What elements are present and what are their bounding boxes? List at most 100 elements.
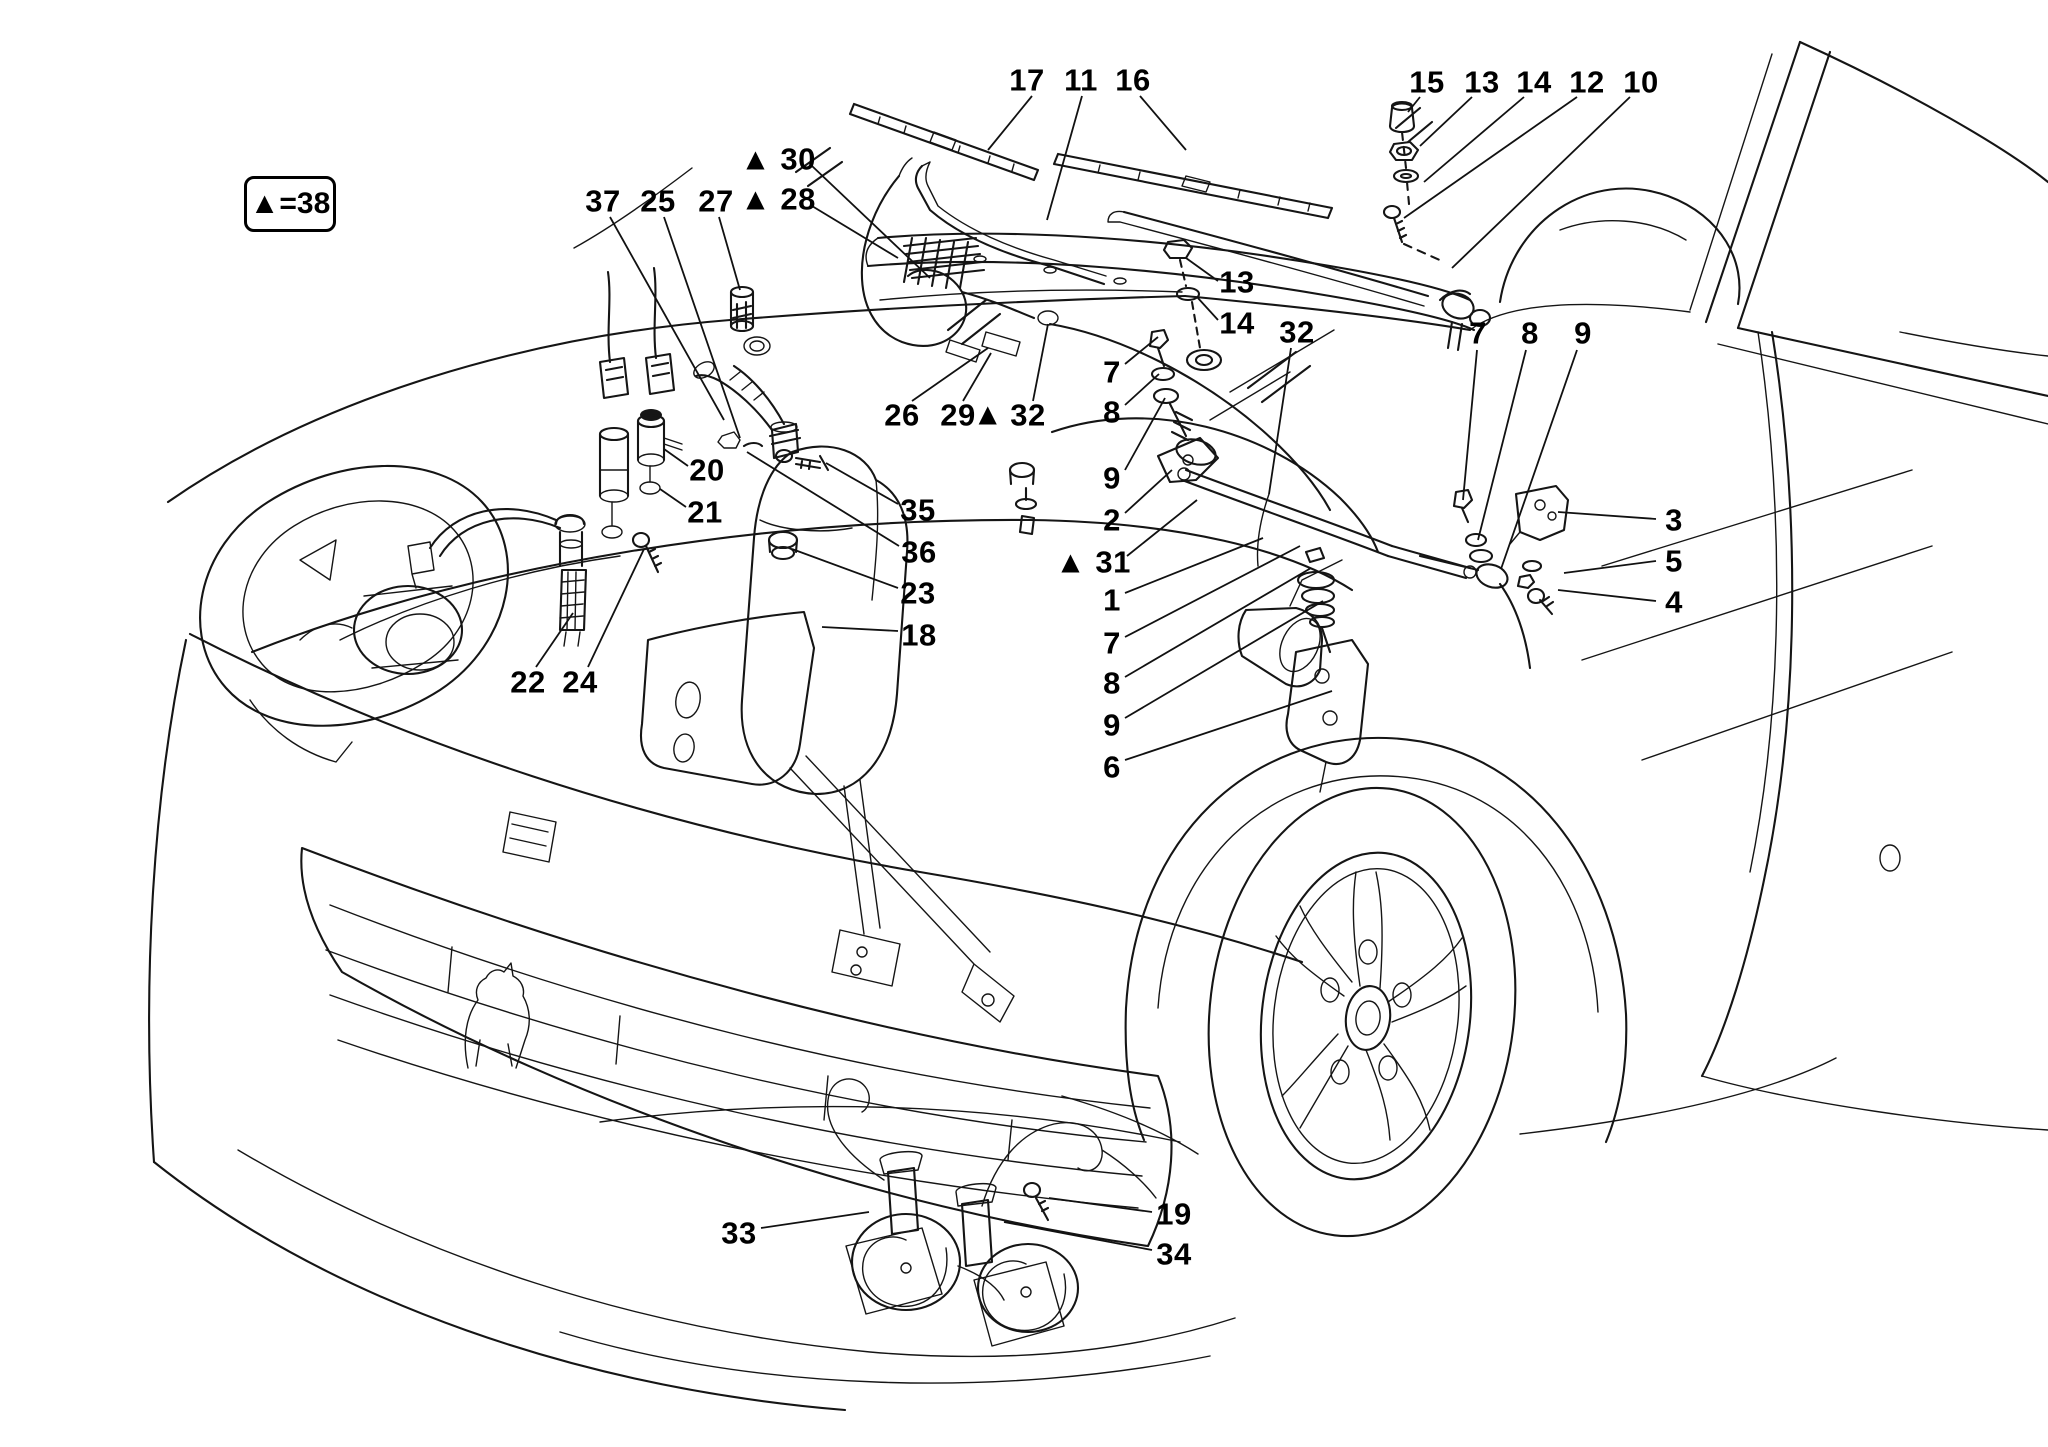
leader-line-3 xyxy=(1557,511,1657,520)
washer-pump-25 xyxy=(598,426,630,539)
callout-26: 26 xyxy=(884,397,920,433)
callout-37: 37 xyxy=(585,183,621,219)
leader-line-37 xyxy=(609,216,725,421)
callout-25: 25 xyxy=(640,183,676,219)
leader-line-8a xyxy=(1124,373,1160,406)
callout-32b: 32 xyxy=(1279,314,1315,350)
callout-1: 1 xyxy=(1103,582,1121,618)
callout-20: 20 xyxy=(689,452,725,488)
washer-reservoir xyxy=(640,361,1038,1023)
fasteners-4-5 xyxy=(1516,559,1555,616)
leader-line-32a xyxy=(1032,323,1049,402)
callout-3: 3 xyxy=(1665,502,1683,538)
leader-line-13b xyxy=(1185,257,1219,282)
callout-11: 11 xyxy=(1064,62,1098,98)
leader-line-21 xyxy=(659,488,687,508)
leader-line-7b xyxy=(1124,545,1301,638)
leader-line-8b xyxy=(1124,567,1312,678)
upper-fastener-stack-15-13-14-12 xyxy=(1382,100,1446,264)
callout-9a: 9 xyxy=(1103,460,1121,496)
callout-12: 12 xyxy=(1569,64,1605,100)
leader-line-31 xyxy=(1126,499,1198,557)
washer-hoses xyxy=(860,157,1380,567)
leader-line-12 xyxy=(1403,96,1578,219)
front-wheel xyxy=(1124,736,1628,1238)
callout-19: 19 xyxy=(1156,1196,1192,1232)
callout-16: 16 xyxy=(1115,62,1151,98)
callout-15: 15 xyxy=(1409,64,1445,100)
legend-text: ▲=38 xyxy=(249,187,331,220)
pump-grommet-21 xyxy=(639,481,661,495)
callout-14a: 14 xyxy=(1516,64,1552,100)
wiper-arm-right xyxy=(1107,210,1430,307)
callout-7b: 7 xyxy=(1103,625,1121,661)
reservoir-tank-18 xyxy=(740,445,909,796)
leader-line-29 xyxy=(962,352,992,402)
callout-10: 10 xyxy=(1623,64,1659,100)
leader-line-15 xyxy=(1407,96,1421,113)
cowl-and-wipers xyxy=(794,102,1492,404)
callout-7a: 7 xyxy=(1103,354,1121,390)
callout-5: 5 xyxy=(1665,543,1683,579)
horn-screw-19 xyxy=(1022,1181,1050,1222)
leader-line-34 xyxy=(1003,1221,1153,1251)
leader-line-24 xyxy=(587,548,645,668)
grommet-28 xyxy=(743,336,771,356)
callout-35: 35 xyxy=(900,492,936,528)
nut-37 xyxy=(717,431,741,449)
callout-7c: 7 xyxy=(1469,315,1487,351)
left-spindle-stack xyxy=(1148,328,1217,466)
screw-washer-35-36 xyxy=(742,441,830,472)
callout-tri29: ▲ xyxy=(972,396,1004,432)
ferrari-badge xyxy=(502,811,557,863)
bolt-24 xyxy=(631,531,663,574)
callout-33: 33 xyxy=(721,1215,757,1251)
washer-pump-20 xyxy=(636,409,683,495)
leader-line-7a xyxy=(1124,336,1159,365)
leader-line-1 xyxy=(1124,537,1264,594)
pumps-and-sensor xyxy=(407,266,830,647)
callout-9b: 9 xyxy=(1103,707,1121,743)
wiper-linkage-motor xyxy=(1148,328,1570,793)
connector-plugs xyxy=(598,266,676,400)
leader-line-14b xyxy=(1196,296,1219,321)
horns xyxy=(559,1078,1211,1384)
leader-line-16 xyxy=(1139,95,1187,151)
callout-36: 36 xyxy=(901,534,937,570)
callout-24: 24 xyxy=(562,664,598,700)
leader-line-4 xyxy=(1557,589,1657,602)
front-grille xyxy=(300,811,1173,1248)
check-valve-29 xyxy=(945,339,981,363)
callout-22: 22 xyxy=(510,664,546,700)
leader-line-10 xyxy=(1451,96,1631,269)
leader-line-33 xyxy=(760,1211,870,1229)
callout-2: 2 xyxy=(1103,502,1121,538)
level-sensor-22 xyxy=(407,508,588,647)
leader-line-20 xyxy=(663,448,689,467)
filler-tube-25 xyxy=(694,364,786,432)
leader-line-7c xyxy=(1462,349,1478,501)
right-pivot-fasteners xyxy=(1418,488,1532,670)
headlight xyxy=(199,464,509,763)
cowl-dome xyxy=(1498,187,1741,306)
prancing-horse-emblem xyxy=(464,962,530,1069)
callout-29: 29 xyxy=(940,397,976,433)
leader-line-2 xyxy=(1124,469,1173,514)
leader-line-13a xyxy=(1419,96,1473,147)
callout-9c: 9 xyxy=(1574,315,1592,351)
right-wiper-pivot xyxy=(1438,289,1492,352)
wiper-arm-11 xyxy=(914,161,1107,286)
callout-13b: 13 xyxy=(1219,264,1255,300)
callout-13a: 13 xyxy=(1464,64,1500,100)
leader-line-11 xyxy=(1046,95,1083,221)
a-pillar-roof-door xyxy=(1469,40,2048,1135)
leader-line-8c xyxy=(1477,349,1527,541)
mounting-bracket-24 xyxy=(640,610,816,786)
leader-line-25 xyxy=(663,216,741,439)
callout-17: 17 xyxy=(1009,62,1045,98)
bracket-2 xyxy=(1156,436,1220,484)
leader-line-32b xyxy=(1268,347,1292,495)
callout-18: 18 xyxy=(901,617,937,653)
